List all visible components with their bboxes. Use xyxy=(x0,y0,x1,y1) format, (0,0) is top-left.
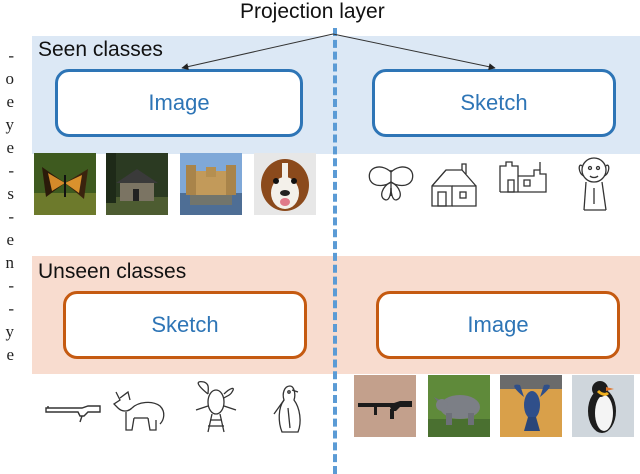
castle-photo xyxy=(180,153,242,215)
butterfly-sketch xyxy=(360,156,422,218)
edge-char: - xyxy=(8,207,14,226)
edge-char: y xyxy=(5,115,15,134)
edge-char: n xyxy=(5,253,15,272)
seen-sketch-box: Sketch xyxy=(372,69,616,137)
edge-char: e xyxy=(6,345,14,364)
unseen-image-box: Image xyxy=(376,291,620,359)
dog-sketch xyxy=(566,152,628,214)
house-photo xyxy=(106,153,168,215)
castle-sketch xyxy=(494,152,556,214)
lobster-photo xyxy=(500,375,562,437)
rifle-photo xyxy=(354,375,416,437)
unseen-sketch-box: Sketch xyxy=(63,291,307,359)
lobster-sketch xyxy=(184,376,246,438)
edge-char: y xyxy=(5,322,15,341)
projection-layer-title: Projection layer xyxy=(240,0,385,23)
seen-image-box: Image xyxy=(55,69,303,137)
edge-char: o xyxy=(5,69,15,88)
arrow-to-sketch-box xyxy=(332,33,496,71)
arrow-to-image-box xyxy=(181,33,334,71)
edge-char: - xyxy=(8,161,14,180)
rifle-sketch xyxy=(42,378,104,440)
projection-divider xyxy=(333,28,337,474)
edge-char: - xyxy=(8,299,14,318)
rhino-sketch xyxy=(108,378,170,440)
edge-char: - xyxy=(8,46,14,65)
rhino-photo xyxy=(428,375,490,437)
edge-char: - xyxy=(8,276,14,295)
butterfly-photo xyxy=(34,153,96,215)
seen-classes-label: Seen classes xyxy=(38,38,163,61)
penguin-sketch xyxy=(260,378,322,440)
dog-photo xyxy=(254,153,316,215)
edge-char: s xyxy=(7,184,14,203)
clipped-paragraph-edge: - o e y e - s - e n - - y e xyxy=(0,44,15,366)
edge-char: e xyxy=(6,92,14,111)
edge-char: e xyxy=(6,230,14,249)
unseen-classes-label: Unseen classes xyxy=(38,260,187,283)
house-sketch xyxy=(428,156,490,218)
penguin-photo xyxy=(572,375,634,437)
edge-char: e xyxy=(6,138,14,157)
